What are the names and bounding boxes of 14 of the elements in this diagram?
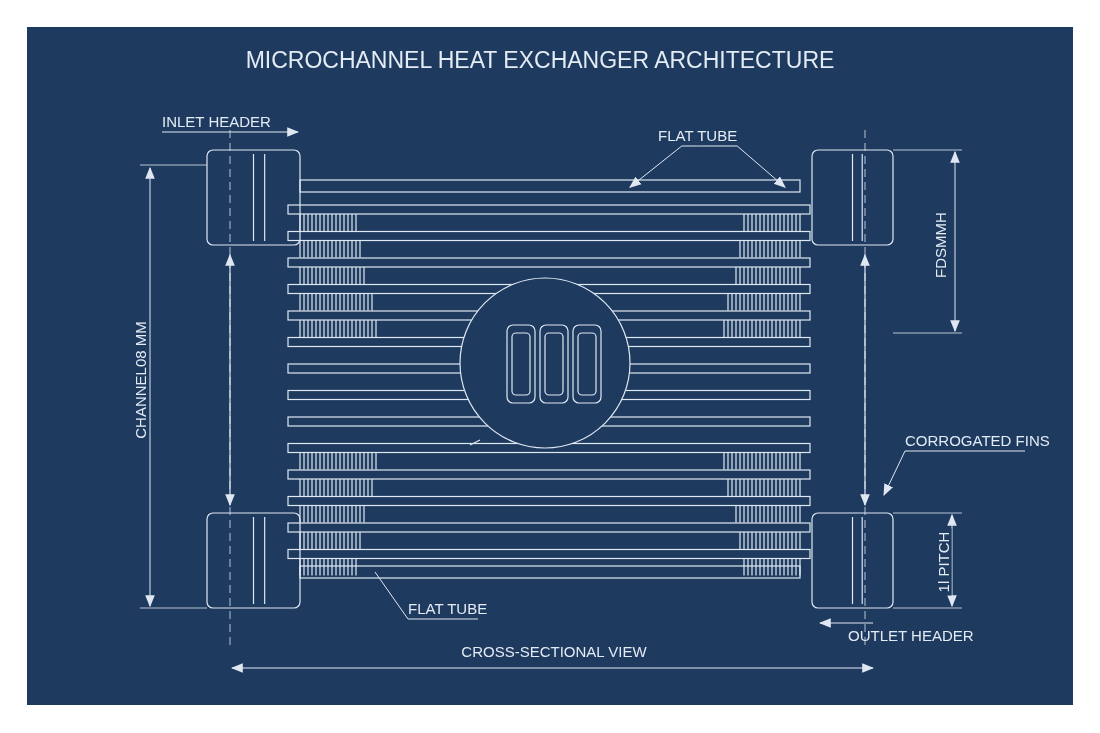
leader-line (161, 127, 300, 137)
callout-label: CORROGATED FINS (905, 432, 1050, 449)
title: MICROCHANNEL HEAT EXCHANGER ARCHITECTURE (245, 47, 835, 73)
leader-line (629, 145, 699, 188)
leader-line (818, 618, 874, 628)
leader-line (374, 571, 479, 620)
callout-label: OUTLET HEADER (848, 627, 974, 644)
flat-tube (299, 179, 801, 193)
flat-tube (299, 565, 801, 579)
leader-line (697, 145, 786, 188)
leader-line (883, 450, 1026, 497)
callout-label: FLAT TUBE (408, 600, 488, 617)
callout-label: INLET HEADER (162, 113, 271, 130)
callout-label: FLAT TUBE (658, 127, 738, 144)
